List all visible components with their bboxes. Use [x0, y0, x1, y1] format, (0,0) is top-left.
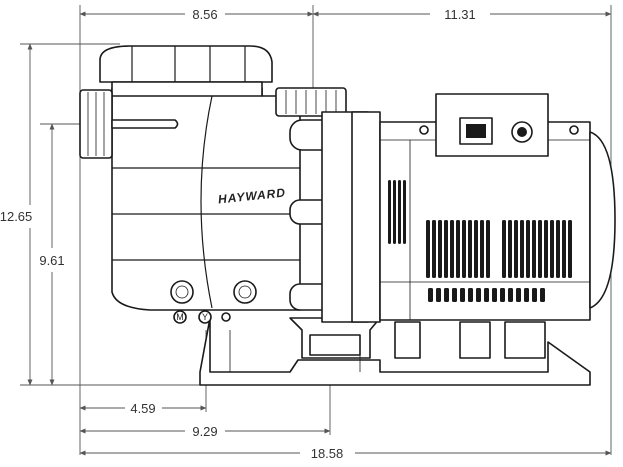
- vent-slot: [526, 220, 530, 278]
- vent-slot: [544, 220, 548, 278]
- vent-slot: [492, 288, 497, 302]
- dim-top-left: 8.56: [192, 7, 217, 22]
- dim-overall-length: 18.58: [311, 446, 344, 461]
- vent-slot: [468, 288, 473, 302]
- vent-slot: [484, 288, 489, 302]
- vent-slot: [486, 220, 490, 278]
- knob-label-m: M: [176, 312, 184, 322]
- dim-overall-height: 12.65: [0, 209, 32, 224]
- pump-base: [199, 317, 591, 386]
- vent-slot: [436, 288, 441, 302]
- drain-knobs: M Y: [170, 280, 257, 324]
- outlet-port: [275, 87, 347, 117]
- vent-slot: [452, 288, 457, 302]
- dimension-lines: [27, 11, 612, 456]
- vent-slot: [444, 288, 449, 302]
- vent-slot: [556, 220, 560, 278]
- dim-inlet-height: 9.61: [39, 253, 64, 268]
- vent-slot: [508, 220, 512, 278]
- motor-vents: [388, 180, 572, 302]
- vent-slot: [398, 180, 401, 244]
- vent-slot: [540, 288, 545, 302]
- vent-slot: [438, 220, 442, 278]
- strainer-housing: [99, 45, 301, 311]
- vent-slot: [450, 220, 454, 278]
- motor-body: [379, 93, 616, 321]
- vent-slot: [516, 288, 521, 302]
- vent-slot: [568, 220, 572, 278]
- vent-slot: [432, 220, 436, 278]
- vent-slot: [393, 180, 396, 244]
- vent-slot: [532, 288, 537, 302]
- vent-slot: [426, 220, 430, 278]
- vent-slot: [480, 220, 484, 278]
- vent-slot: [508, 288, 513, 302]
- dim-bottom-short: 4.59: [130, 401, 155, 416]
- vent-slot: [524, 288, 529, 302]
- vent-slot: [476, 288, 481, 302]
- vent-slot: [462, 220, 466, 278]
- vent-slot: [538, 220, 542, 278]
- dim-bottom-mid: 9.29: [192, 424, 217, 439]
- vent-slot: [468, 220, 472, 278]
- vent-slot: [456, 220, 460, 278]
- vent-slot: [562, 220, 566, 278]
- pump-flange: [289, 111, 381, 323]
- vent-slot: [532, 220, 536, 278]
- inlet-port: [79, 89, 179, 159]
- vent-slot: [550, 220, 554, 278]
- knob-label-y: Y: [202, 312, 208, 322]
- vent-slot: [428, 288, 433, 302]
- vent-slot: [500, 288, 505, 302]
- vent-slot: [514, 220, 518, 278]
- vent-slot: [502, 220, 506, 278]
- vent-slot: [388, 180, 391, 244]
- vent-slot: [403, 180, 406, 244]
- dim-top-right: 11.31: [444, 7, 476, 22]
- vent-slot: [474, 220, 478, 278]
- vent-slot: [520, 220, 524, 278]
- vent-slot: [460, 288, 465, 302]
- vent-slot: [444, 220, 448, 278]
